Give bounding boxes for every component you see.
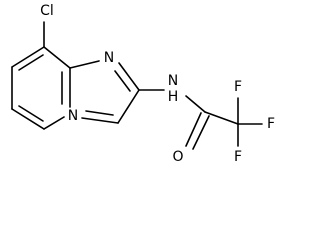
bond-n1-c2-inner — [114, 70, 131, 92]
bond-c8-c8a — [43, 46, 71, 69]
molecule-diagram: Cl N N N H O F F F — [11, 3, 275, 165]
bond-carbonyl-oxygen-double — [192, 115, 210, 150]
bond-nh-carbonyl — [185, 95, 206, 113]
bond-c6-c5 — [11, 108, 45, 130]
chlorine-label: Cl — [40, 3, 54, 19]
bond-c8a-n1 — [69, 60, 100, 69]
amide-hydrogen-label: H — [168, 89, 179, 105]
bond-c3-n4 — [81, 117, 119, 124]
bond-carbonyl-cf3 — [204, 111, 239, 125]
bond-c2-c3 — [117, 89, 140, 124]
amide-nitrogen-label: N — [168, 73, 178, 89]
bond-c8-c7 — [11, 46, 45, 68]
fluorine-top-label: F — [234, 79, 242, 95]
trifluoroacetamide-chain — [138, 89, 263, 150]
bond-c5-n4 — [43, 116, 65, 130]
bond-c8-c7-inner — [18, 54, 44, 71]
fluorine-right-label: F — [267, 116, 275, 132]
bond-carbonyl-oxygen — [185, 112, 202, 147]
imidazole-nitrogen-label: N — [104, 50, 114, 66]
imidazole-ring — [69, 60, 140, 124]
carbonyl-oxygen-label: O — [172, 149, 183, 165]
bond-c6-c5-inner — [18, 105, 44, 122]
bridgehead-nitrogen-label: N — [68, 108, 78, 124]
bond-c3-n4-inner — [85, 110, 114, 116]
bond-n1-c2 — [118, 62, 140, 91]
fluorine-bottom-label: F — [234, 149, 242, 165]
structure-drawing: Cl N N N H O F F F — [11, 3, 275, 165]
pyridine-ring — [11, 46, 71, 130]
